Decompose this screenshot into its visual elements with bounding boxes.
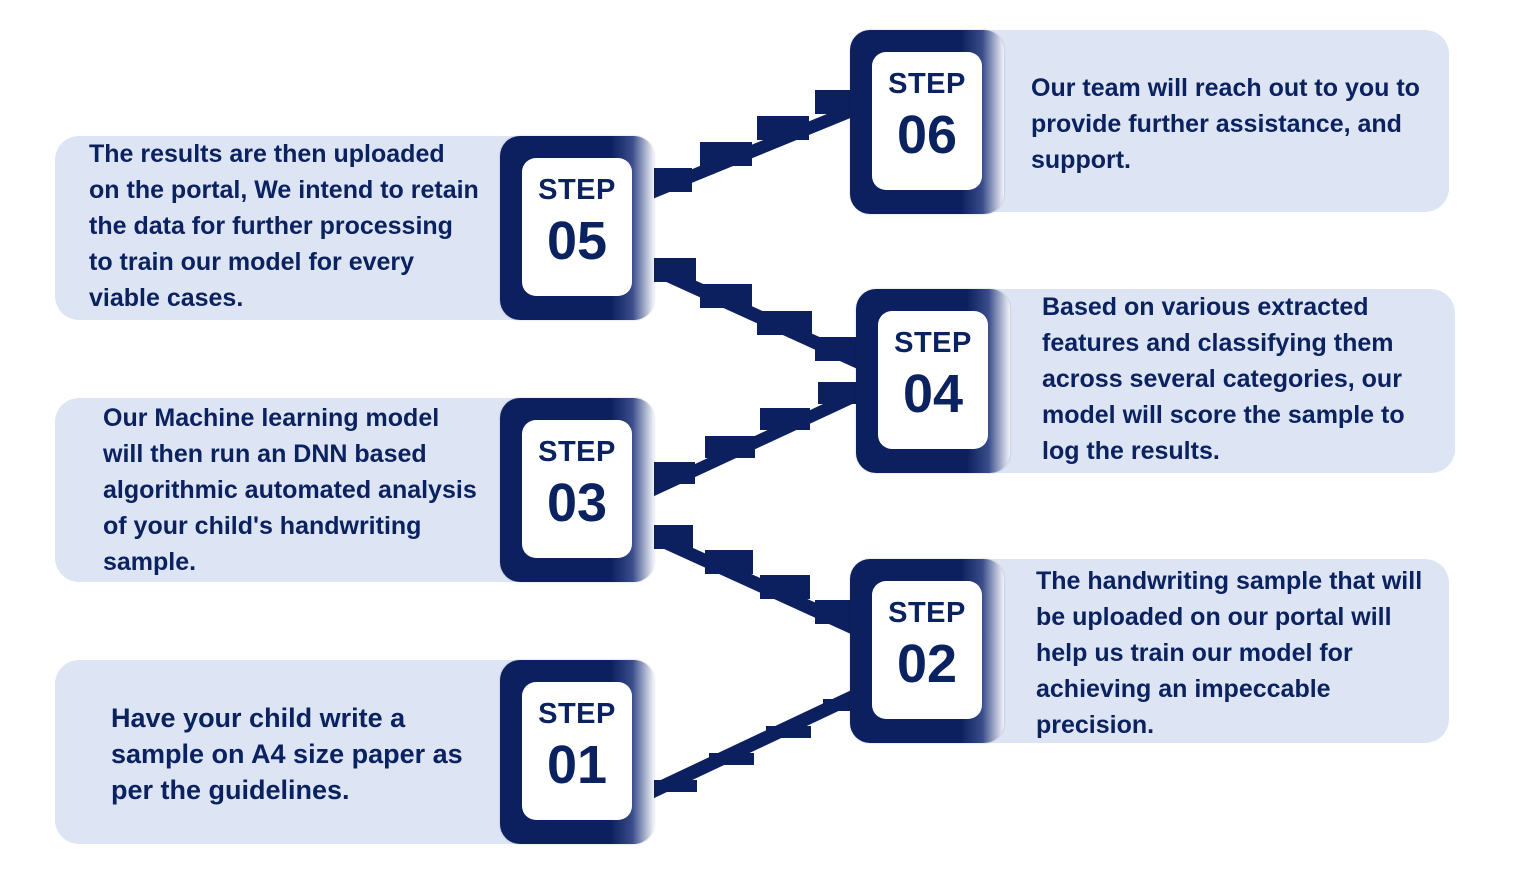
step-06-label: STEP [888,68,966,100]
step-01-card: Have your child write a sample on A4 siz… [55,660,575,844]
step-06-description: Our team will reach out to you to provid… [1031,74,1420,174]
step-06-card: Our team will reach out to you to provid… [925,30,1449,212]
step-05-description: The results are then uploaded on the por… [89,140,479,312]
stair-01-02 [648,686,866,800]
step-03-card: Our Machine learning model will then run… [55,398,575,582]
step-02-description: The handwriting sample that will be uplo… [1036,567,1423,739]
stair-03-04 [646,382,876,498]
step-02-label: STEP [888,597,966,629]
step-02-card: The handwriting sample that will be uplo… [925,559,1449,743]
step-02-badge: STEP 02 [850,559,1004,743]
step-01-label: STEP [538,698,616,730]
step-06-number: 06 [896,105,958,165]
step-02-number: 02 [896,634,958,694]
step-03-number: 03 [546,473,608,533]
step-01-badge: STEP 01 [500,660,654,844]
step-04-number: 04 [902,364,964,424]
step-03-description: Our Machine learning model will then run… [103,404,477,576]
stair-02-03 [640,525,870,640]
step-05-badge: STEP 05 [500,136,654,320]
step-01-description: Have your child write a sample on A4 siz… [111,703,463,805]
step-06-badge: STEP 06 [850,30,1004,214]
step-05-number: 05 [546,211,608,271]
step-03-badge: STEP 03 [500,398,654,582]
step-04-description: Based on various extracted features and … [1042,293,1405,465]
step-05-card: The results are then uploaded on the por… [55,136,575,320]
step-01-number: 01 [546,735,608,795]
step-05-label: STEP [538,174,616,206]
step-03-label: STEP [538,436,616,468]
step-04-card: Based on various extracted features and … [930,289,1455,473]
stair-05-06 [646,90,870,200]
stair-04-05 [640,258,870,372]
step-04-label: STEP [894,327,972,359]
step-04-badge: STEP 04 [856,289,1010,473]
